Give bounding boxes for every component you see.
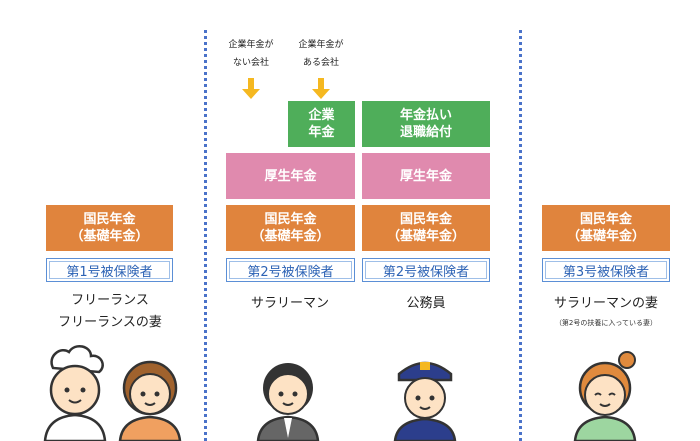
note-line: ない会社 [232,58,269,68]
note-line: ある会社 [302,58,339,68]
insured-label: 第3号被保険者 [542,258,670,282]
woman-illustration [118,360,182,441]
caption: サラリーマンの妻 [553,296,658,311]
divider-right [519,30,522,441]
kosei-nenkin-box: 厚生年金 [362,153,490,199]
caption-line: フリーランスの妻 [58,315,162,330]
kokumin-nenkin-box: 国民年金 （基礎年金） [46,205,173,251]
chef-illustration [43,344,107,441]
caption-line: フリーランス [71,293,149,308]
insured-label: 第1号被保険者 [46,258,173,282]
taishoku-kyufu-box: 年金払い 退職給付 [362,101,490,147]
civil-servant-illustration [393,361,457,441]
subcaption: （第2号の扶養に入っている妻） [554,319,658,327]
insured-label: 第2号被保険者 [362,258,490,282]
divider-left [204,30,207,441]
caption: 公務員 [406,296,446,311]
note-no-company: 企業年金がない会社 [216,36,286,72]
insured-label: 第2号被保険者 [226,258,355,282]
arrow-down-icon [312,78,330,99]
kosei-nenkin-box: 厚生年金 [226,153,355,199]
note-line: 企業年金が [228,40,274,50]
wife-illustration [573,351,637,441]
kokumin-nenkin-box: 国民年金 （基礎年金） [226,205,355,251]
arrow-down-icon [242,78,260,99]
caption: フリーランスフリーランスの妻 [30,290,190,334]
note-with-company: 企業年金がある会社 [286,36,356,72]
caption: サラリーマン [250,296,329,311]
kokumin-nenkin-box: 国民年金 （基礎年金） [542,205,670,251]
kokumin-nenkin-box: 国民年金 （基礎年金） [362,205,490,251]
kigyo-nenkin-box: 企業 年金 [288,101,355,147]
salaryman-illustration [256,363,320,441]
note-line: 企業年金が [298,40,344,50]
